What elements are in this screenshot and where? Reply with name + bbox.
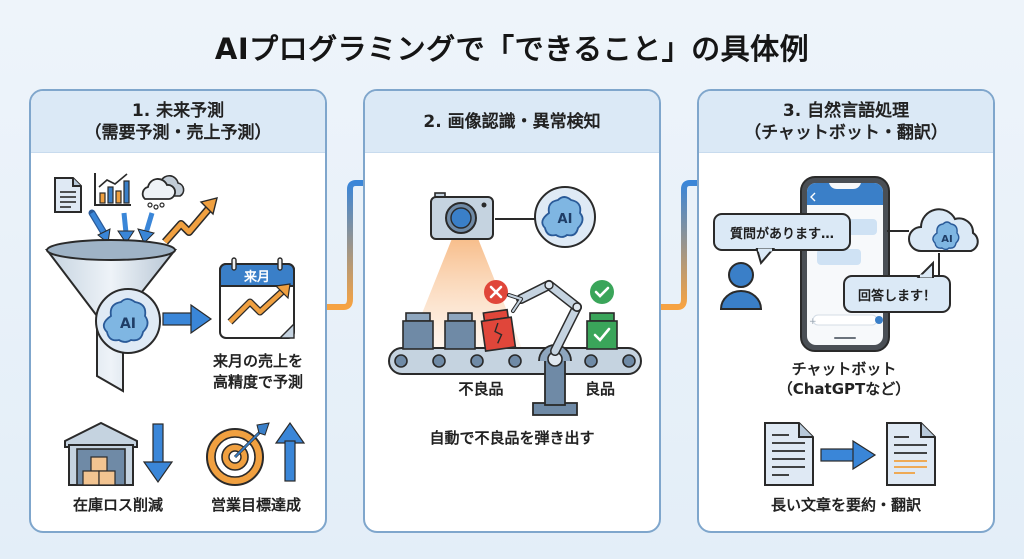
detection-caption: 自動で不良品を弾き出す (429, 429, 595, 447)
panel-nlp: 3. 自然言語処理 （チャットボット・翻訳） + 質問があります… AI (697, 89, 995, 533)
reject-label: 不良品 (458, 380, 504, 398)
output-arrow-icon (162, 303, 213, 335)
panel-image-recognition: 2. 画像認識・異常検知 AI (363, 89, 661, 533)
panel-future-prediction: 1. 未来予測 （需要予測・売上予測） (29, 89, 327, 533)
input-arrows (88, 209, 155, 244)
summary-document-icon (886, 422, 936, 486)
calendar-label: 来月 (243, 269, 270, 285)
panel-number: 3. (782, 100, 802, 121)
warehouse-icon (64, 421, 138, 486)
robot-arm-icon (507, 280, 582, 416)
panel-number: 1. (131, 100, 151, 121)
panel-header: 1. 未来予測 （需要予測・売上予測） (31, 91, 325, 153)
defective-product (480, 308, 517, 352)
accept-label: 良品 (584, 380, 615, 398)
panel-header: 2. 画像認識・異常検知 (365, 91, 659, 153)
user-question-bubble: 質問があります… (713, 213, 851, 251)
connector-1-2 (323, 180, 367, 310)
calendar-icon: 来月 (219, 257, 295, 339)
panel-header: 3. 自然言語処理 （チャットボット・翻訳） (699, 91, 993, 153)
reject-x-icon (484, 280, 508, 304)
bubble-tail (755, 248, 776, 266)
cloud-bubble-link (938, 253, 940, 277)
camera-ai-link (495, 218, 535, 220)
product-bottle (402, 312, 434, 350)
panel-subtitle: （需要予測・売上予測） (84, 122, 272, 143)
accept-check-icon (590, 280, 614, 304)
svg-text:+: + (809, 317, 817, 327)
bar-chart-icon (94, 173, 131, 206)
connector-2-3 (657, 180, 701, 310)
good-product (586, 312, 618, 350)
ai-cloud-icon: AI (908, 208, 979, 252)
document-icon (54, 177, 82, 213)
camera-icon (430, 192, 494, 240)
trend-up-arrow-icon (162, 197, 218, 245)
page-title: AIプログラミングで「できること」の具体例 (214, 32, 810, 66)
cloud-phone-link (887, 230, 909, 232)
product-bottle (444, 312, 476, 350)
ai-brain-icon: AI (534, 186, 596, 248)
smartphone-icon: + (800, 176, 890, 352)
ai-label: AI (120, 316, 136, 332)
bubble-tail (916, 260, 934, 278)
ai-label: AI (558, 212, 573, 227)
arrow-up-icon (274, 421, 306, 482)
summary-caption: 長い文章を要約・翻訳 (770, 496, 921, 514)
benefit-label-sales-target: 営業目標達成 (210, 496, 301, 514)
panel-title: 自然言語処理 (807, 100, 910, 121)
ai-label: AI (941, 234, 952, 245)
arrow-down-icon (142, 423, 174, 484)
rain-cloud-icon (141, 175, 185, 210)
forecast-caption: 来月の売上を 高精度で予測 (212, 352, 303, 391)
benefit-label-inventory: 在庫ロス削減 (72, 496, 163, 514)
chatbot-caption: チャットボット （ChatGPTなど） (777, 360, 911, 398)
ai-answer-bubble: 回答します！ (843, 275, 951, 313)
target-icon (206, 422, 270, 486)
conveyor-belt (388, 347, 642, 375)
long-document-icon (764, 422, 814, 486)
summarize-arrow-icon (820, 439, 877, 471)
panel-title: 未来予測 (156, 100, 225, 121)
panel-number: 2. (423, 111, 442, 132)
panel-subtitle: （チャットボット・翻訳） (744, 122, 948, 143)
user-icon (719, 262, 763, 310)
panel-title: 画像認識・異常検知 (447, 111, 601, 132)
ai-brain-icon: AI (95, 288, 161, 354)
